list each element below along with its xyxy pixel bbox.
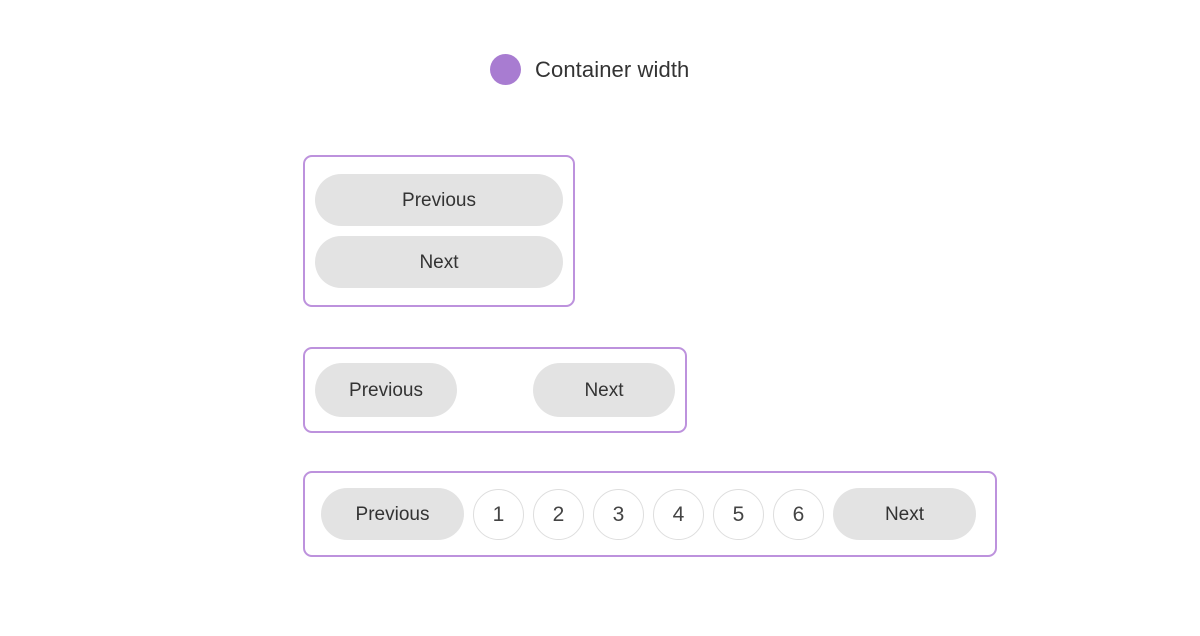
next-button[interactable]: Next (315, 236, 563, 288)
previous-button[interactable]: Previous (321, 488, 464, 540)
page-number-button[interactable]: 3 (593, 488, 644, 540)
pagination-container-row: Previous Next (303, 347, 687, 433)
next-button[interactable]: Next (533, 363, 675, 417)
page-number-button[interactable]: 5 (713, 488, 764, 540)
previous-button[interactable]: Previous (315, 363, 457, 417)
page-number-button[interactable]: 1 (473, 488, 524, 540)
next-button[interactable]: Next (833, 488, 976, 540)
container-width-dot-icon (490, 54, 521, 85)
legend-label: Container width (535, 56, 690, 82)
page-number-button[interactable]: 4 (653, 488, 704, 540)
pagination-container-full: Previous 1 2 3 4 5 6 Next (303, 471, 997, 557)
legend: Container width (490, 54, 689, 85)
page-number-button[interactable]: 6 (773, 488, 824, 540)
pagination-container-stacked: Previous Next (303, 155, 575, 307)
page-number-button[interactable]: 2 (533, 488, 584, 540)
previous-button[interactable]: Previous (315, 174, 563, 226)
